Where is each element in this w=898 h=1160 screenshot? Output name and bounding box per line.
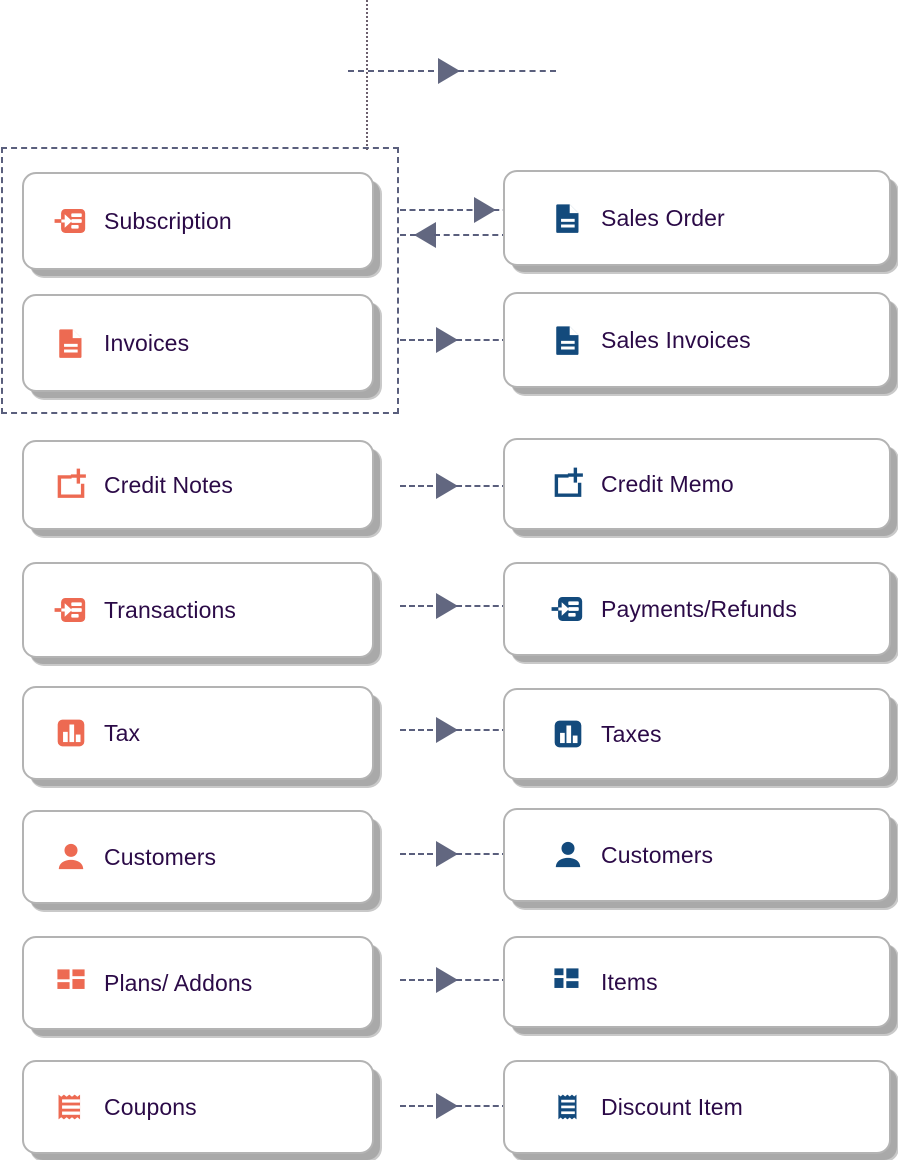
target-card-sales-invoices[interactable]: Sales Invoices xyxy=(503,292,891,388)
receipt-icon xyxy=(551,1090,585,1124)
connector-row-1-reverse-line-b xyxy=(434,234,508,236)
target-card-label: Payments/Refunds xyxy=(601,595,797,622)
target-card-label: Discount Item xyxy=(601,1093,743,1120)
connector-row-2-line-b xyxy=(456,339,508,341)
target-card-label: Sales Order xyxy=(601,204,725,231)
target-card-label: Credit Memo xyxy=(601,470,734,497)
target-card-sales-order[interactable]: Sales Order xyxy=(503,170,891,266)
connector-row-5-line-b xyxy=(456,729,508,731)
target-card-label: Items xyxy=(601,968,658,995)
document-icon xyxy=(551,201,585,235)
target-card-label: Customers xyxy=(601,841,714,868)
receipt-icon xyxy=(54,1090,88,1124)
connector-row-2-line xyxy=(400,339,442,341)
connector-row-4-line xyxy=(400,605,442,607)
source-card-label: Credit Notes xyxy=(104,471,234,498)
connector-row-2-arrowhead xyxy=(436,327,458,353)
connector-row-6-line-b xyxy=(456,853,508,855)
source-card-label: Tax xyxy=(104,719,141,746)
source-card-coupons[interactable]: Coupons xyxy=(22,1060,374,1154)
target-card-label: Taxes xyxy=(601,720,662,747)
source-card-label: Coupons xyxy=(104,1093,197,1120)
dashboard-grid-icon xyxy=(54,966,88,1000)
person-icon xyxy=(551,838,585,872)
source-card-subscription[interactable]: Subscription xyxy=(22,172,374,270)
source-card-label: Invoices xyxy=(104,329,190,356)
bar-chart-icon xyxy=(551,717,585,751)
connector-row-6-arrowhead xyxy=(436,841,458,867)
target-card-items[interactable]: Items xyxy=(503,936,891,1028)
add-box-outline-icon xyxy=(551,467,585,501)
source-card-customers[interactable]: Customers xyxy=(22,810,374,904)
target-card-discount-item[interactable]: Discount Item xyxy=(503,1060,891,1154)
connector-row-8-line-b xyxy=(456,1105,508,1107)
connector-row-1-reverse-line xyxy=(400,234,416,236)
source-card-tax[interactable]: Tax xyxy=(22,686,374,780)
source-card-label: Transactions xyxy=(104,596,237,623)
connector-row-1-forward-arrowhead xyxy=(474,197,496,223)
connector-row-7-line-b xyxy=(456,979,508,981)
connector-row-6-line xyxy=(400,853,442,855)
connector-row-7-line xyxy=(400,979,442,981)
connector-row-3-line xyxy=(400,485,442,487)
person-icon xyxy=(54,840,88,874)
connector-row-3-line-b xyxy=(456,485,508,487)
add-box-outline-icon xyxy=(54,468,88,502)
group-riser-dotted-line xyxy=(366,0,368,150)
connector-row-1-forward-line xyxy=(400,209,482,211)
top-connector-arrowhead xyxy=(438,58,460,84)
document-icon xyxy=(551,323,585,357)
target-card-taxes[interactable]: Taxes xyxy=(503,688,891,780)
top-connector-line-left xyxy=(348,70,444,72)
connector-row-5-arrowhead xyxy=(436,717,458,743)
source-card-credit-notes[interactable]: Credit Notes xyxy=(22,440,374,530)
connector-row-1-forward-line-b xyxy=(494,209,508,211)
login-arrow-icon xyxy=(54,593,88,627)
bar-chart-icon xyxy=(54,716,88,750)
connector-row-4-arrowhead xyxy=(436,593,458,619)
source-card-label: Customers xyxy=(104,843,217,870)
connector-row-1-reverse-arrowhead xyxy=(414,222,436,248)
connector-row-5-line xyxy=(400,729,442,731)
source-card-transactions[interactable]: Transactions xyxy=(22,562,374,658)
dashboard-grid-icon xyxy=(551,965,585,999)
source-card-label: Plans/ Addons xyxy=(104,969,253,996)
connector-row-8-arrowhead xyxy=(436,1093,458,1119)
target-card-credit-memo[interactable]: Credit Memo xyxy=(503,438,891,530)
document-icon xyxy=(54,326,88,360)
target-card-customers[interactable]: Customers xyxy=(503,808,891,902)
source-card-plans-addons[interactable]: Plans/ Addons xyxy=(22,936,374,1030)
source-card-invoices[interactable]: Invoices xyxy=(22,294,374,392)
target-card-payments-refunds[interactable]: Payments/Refunds xyxy=(503,562,891,656)
login-arrow-icon xyxy=(551,592,585,626)
login-arrow-icon xyxy=(54,204,88,238)
grouped-modules-box xyxy=(1,147,399,414)
top-connector-line-right xyxy=(458,70,556,72)
connector-row-4-line-b xyxy=(456,605,508,607)
target-card-label: Sales Invoices xyxy=(601,326,751,353)
connector-row-8-line xyxy=(400,1105,442,1107)
connector-row-3-arrowhead xyxy=(436,473,458,499)
connector-row-7-arrowhead xyxy=(436,967,458,993)
source-card-label: Subscription xyxy=(104,207,232,234)
